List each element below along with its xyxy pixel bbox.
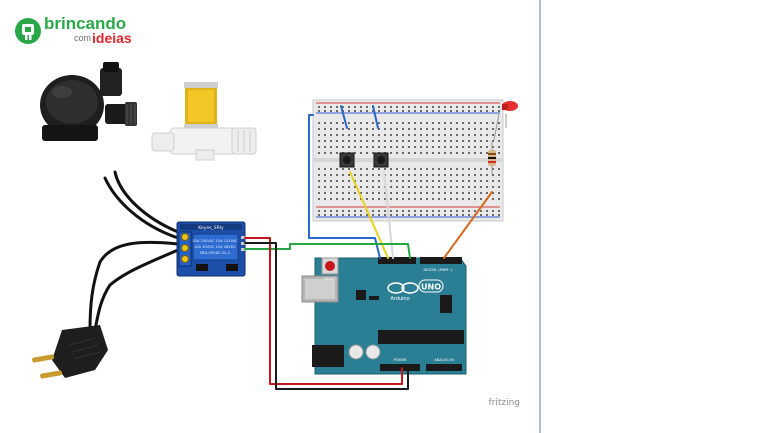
solenoid-valve [151,82,257,161]
arduino-uno: RESET Arduino UNO DIGITAL (PWM~) POWER A… [301,257,467,375]
wire-black-gnd [244,242,409,390]
wire-blue-jumper [340,105,348,129]
wire-orange [443,191,493,259]
wires [244,105,493,390]
wire-red-vcc [244,237,403,385]
relay-spec-line-1: 10A 250VAC 10A 125VAC [192,239,238,243]
arduino-model-label: UNO [421,283,441,292]
breadboard-holes [318,106,500,216]
logo-word-com: com [74,33,91,43]
push-button [373,152,389,168]
relay-module: Keyes_SRly 10A 250VAC 10A 125VAC 10A 30V… [176,221,246,277]
logo-word-brincando: brincando [44,14,126,33]
led [493,101,518,141]
arduino-maker-label: Arduino [390,296,409,302]
reset-label: RESET [324,277,336,281]
water-pump [40,62,137,141]
relay-spec-line-2: 10A 30VDC 10A 28VDC [194,245,237,249]
mains-cables [88,170,180,332]
relay-spec-line-3: SRD-05VDC-SL-C [200,251,231,255]
resistor [488,142,496,174]
analog-pins-label: ANALOG IN [434,358,454,362]
power-pins-label: POWER [394,358,408,362]
logo-icon [15,18,41,44]
arduino-logo [387,282,419,294]
logo-word-ideias: ideias [92,30,132,46]
power-plug [32,325,108,379]
fritzing-watermark: fritzing [488,398,520,408]
brand-logo: brincando com ideias [15,14,132,46]
relay-screw-terminals [178,231,192,267]
wire-blue-jumper [372,105,379,129]
digital-pins-label: DIGITAL (PWM~) [423,268,453,272]
push-button [339,152,355,168]
relay-title: Keyes_SRly [198,225,224,231]
